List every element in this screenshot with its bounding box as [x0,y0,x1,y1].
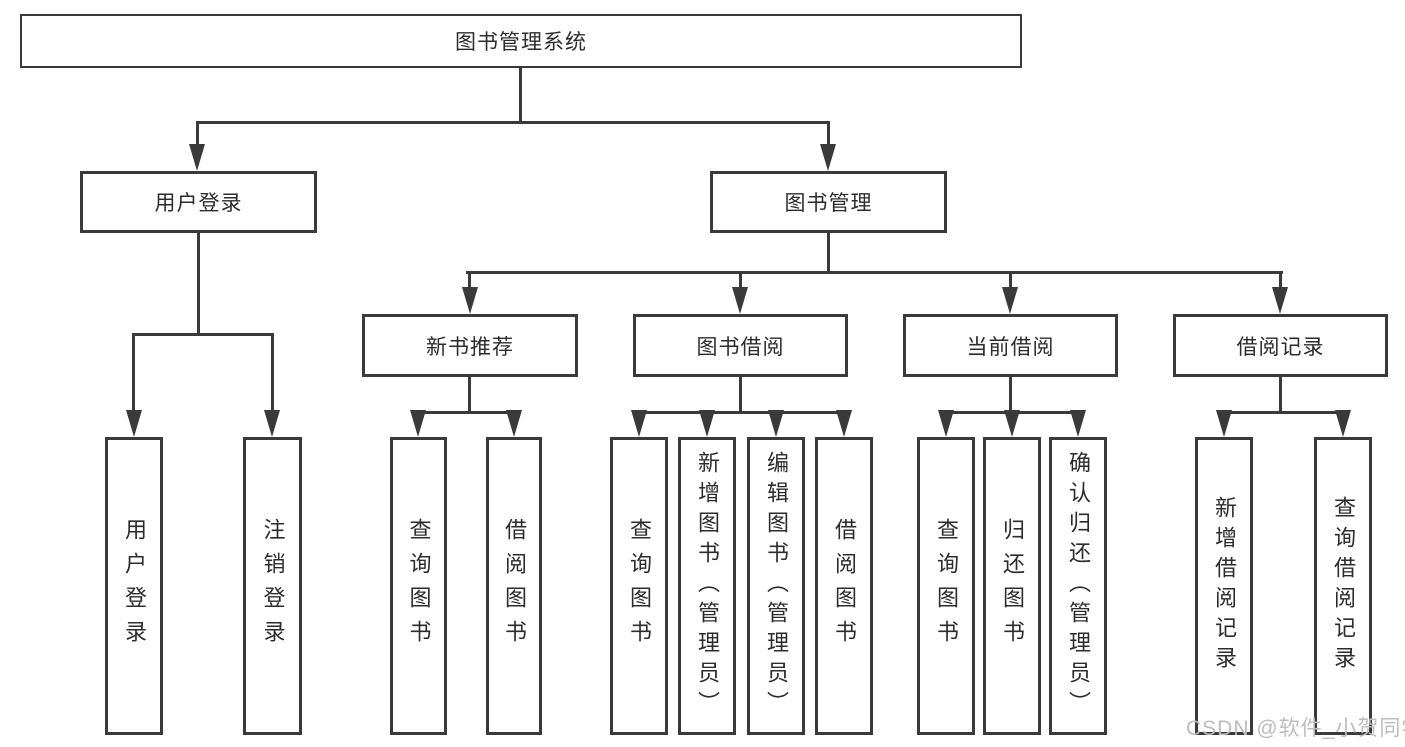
leaf-label: 归还图书 [1000,518,1025,654]
leaf-query-books-recommend: 查询图书 [390,437,447,735]
arrow-down-icon [1070,410,1086,437]
leaf-label: 编辑图书（管理员） [764,451,789,721]
arrow-down-icon [1216,410,1232,437]
arrow-down-icon [732,287,748,314]
connector-line [827,121,830,165]
leaf-edit-books-admin: 编辑图书（管理员） [747,437,805,735]
connector-line [1222,411,1345,414]
node-book-management: 图书管理 [710,171,947,233]
node-label: 借阅记录 [1236,335,1325,359]
connector-line [417,411,516,414]
leaf-label: 借阅图书 [832,518,857,654]
node-label: 图书借阅 [696,335,785,359]
arrow-down-icon [768,410,784,437]
arrow-down-icon [1002,287,1018,314]
arrow-down-icon [699,410,715,437]
node-label: 当前借阅 [966,335,1055,359]
connector-line [519,68,522,121]
csdn-watermark: CSDN @软件_小贺同学 [1186,717,1405,740]
leaf-label: 新增图书（管理员） [695,451,720,721]
leaf-label: 查询图书 [406,518,432,654]
leaf-add-borrow-record: 新增借阅记录 [1195,437,1253,735]
connector-line [827,233,830,271]
node-library-management-system: 图书管理系统 [20,14,1022,68]
node-current-borrowing: 当前借阅 [903,314,1118,377]
leaf-label: 查询图书 [934,518,959,654]
leaf-user-login: 用户登录 [105,437,163,735]
leaf-confirm-return-admin: 确认归还（管理员） [1049,437,1107,735]
arrow-down-icon [506,410,522,437]
leaf-label: 借阅图书 [502,518,527,654]
node-label: 图书管理 [784,192,873,215]
arrow-down-icon [126,410,142,437]
leaf-borrow-books: 借阅图书 [815,437,873,735]
arrow-down-icon [836,410,852,437]
connector-line [468,377,471,411]
leaf-label: 查询借阅记录 [1331,496,1356,676]
node-label: 图书管理系统 [455,31,587,54]
node-borrowing-records: 借阅记录 [1173,314,1388,377]
arrow-down-icon [189,144,205,171]
leaf-label: 查询图书 [627,518,652,654]
leaf-borrow-books-recommend: 借阅图书 [486,437,542,735]
node-new-book-recommendation: 新书推荐 [362,314,578,377]
arrow-down-icon [938,410,954,437]
arrow-down-icon [462,287,478,314]
arrow-down-icon [264,410,280,437]
leaf-label: 用户登录 [122,518,147,654]
node-label: 新书推荐 [426,335,514,359]
connector-line [197,233,200,333]
arrow-down-icon [1335,410,1351,437]
connector-line [132,333,274,336]
connector-line [132,333,135,431]
connector-line [271,333,274,431]
arrow-down-icon [631,410,647,437]
leaf-return-books: 归还图书 [983,437,1041,735]
leaf-query-borrow-record: 查询借阅记录 [1314,437,1372,735]
connector-line [196,121,830,124]
leaf-add-books-admin: 新增图书（管理员） [678,437,736,735]
node-user-login: 用户登录 [80,171,317,233]
connector-line [739,377,742,411]
arrow-down-icon [820,144,836,171]
leaf-label: 注销登录 [260,518,286,654]
node-label: 用户登录 [154,192,243,215]
connector-line [637,411,846,414]
leaf-query-books-current: 查询图书 [917,437,975,735]
leaf-label: 新增借阅记录 [1212,496,1237,676]
arrow-down-icon [1004,410,1020,437]
arrow-down-icon [1272,287,1288,314]
connector-line [1279,377,1282,411]
node-book-borrowing: 图书借阅 [633,314,848,377]
leaf-query-books-borrowing: 查询图书 [610,437,668,735]
connector-line [1009,377,1012,411]
arrow-down-icon [410,410,426,437]
connector-line [196,121,199,165]
connector-line [466,271,1283,274]
leaf-logout: 注销登录 [243,437,302,735]
leaf-label: 确认归还（管理员） [1066,451,1091,721]
